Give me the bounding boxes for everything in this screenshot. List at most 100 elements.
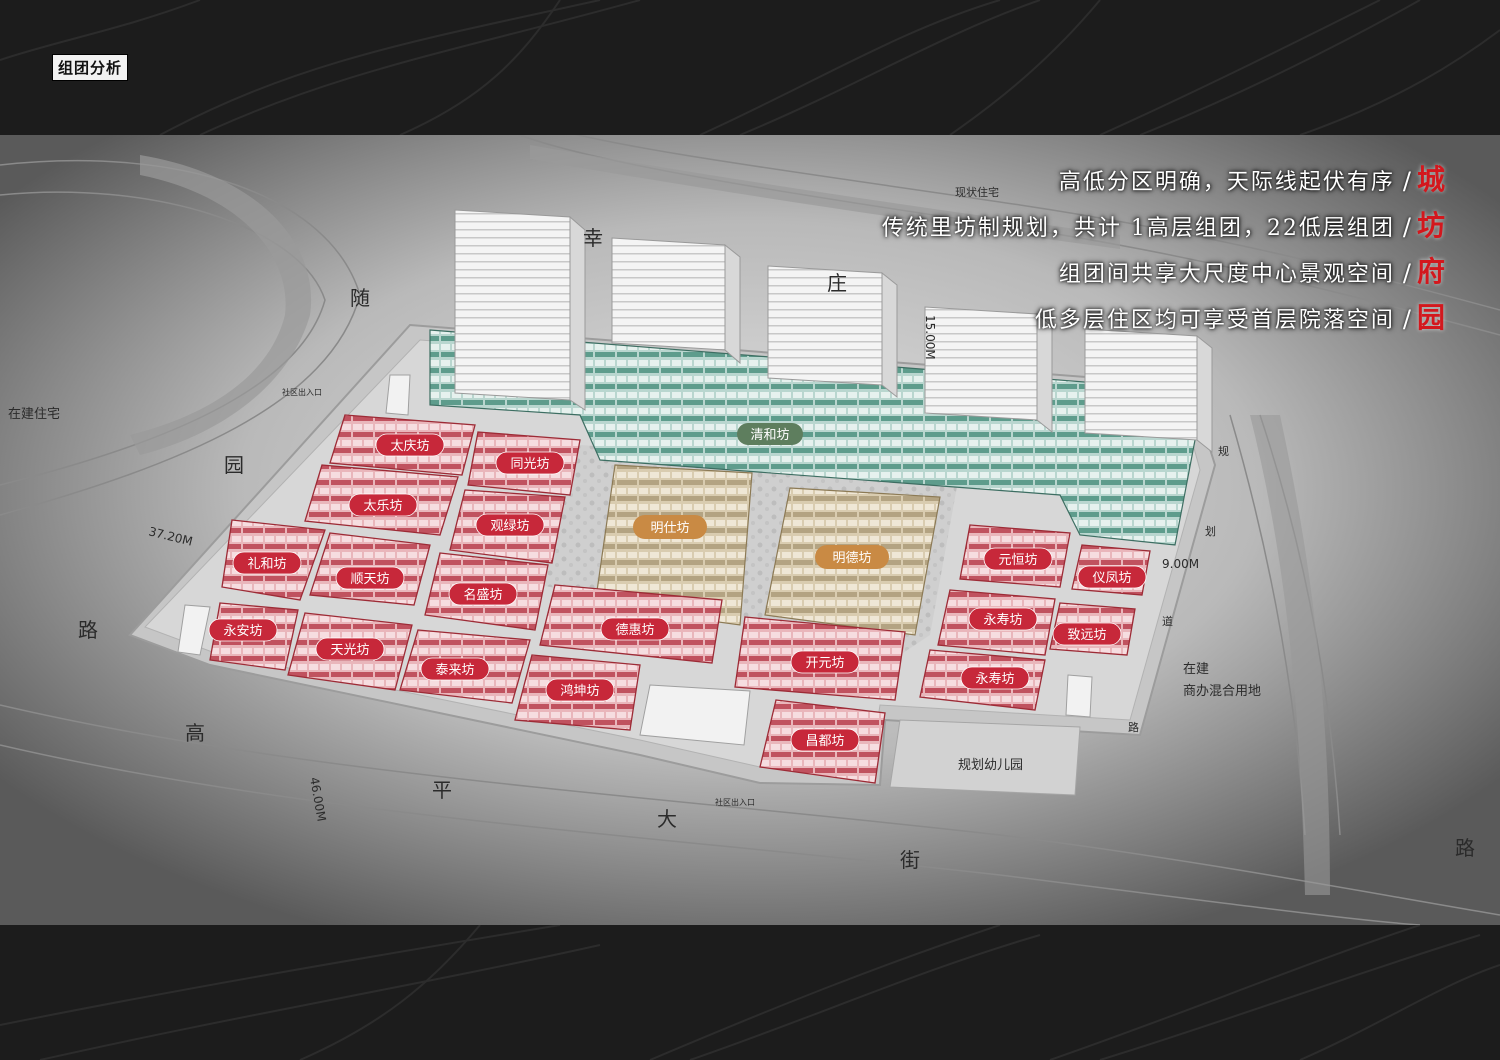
planned-road-char-0: 规 — [1218, 444, 1229, 458]
planned-road-char-3: 路 — [1128, 721, 1139, 734]
cluster-label-text: 观绿坊 — [490, 519, 529, 534]
cluster-label-text: 明德坊 — [832, 551, 871, 566]
cluster-label-text: 开元坊 — [805, 656, 844, 671]
cluster-label: 名盛坊 — [448, 582, 518, 606]
slogan-separator: / — [1402, 259, 1411, 287]
site-labels: 在建住宅 现状住宅 规划幼儿园 在建 商办混合用地 社区出入口 社区出入口 — [8, 185, 1261, 807]
cluster-label-text: 永寿坊 — [983, 613, 1022, 628]
slogan-row: 高低分区明确，天际线起伏有序 /城 — [882, 160, 1445, 206]
slogan-row: 低多层住区均可享受首层院落空间 /园 — [882, 298, 1445, 344]
cluster-label-text: 鸿坤坊 — [560, 683, 599, 699]
roads — [0, 135, 1500, 925]
cluster-label: 观绿坊 — [475, 513, 545, 537]
cluster-label: 泰来坊 — [420, 657, 490, 681]
cluster-label: 礼和坊 — [232, 551, 302, 575]
cluster-label-text: 泰来坊 — [435, 663, 474, 678]
cluster-label: 清和坊 — [737, 423, 803, 445]
label-west: 在建住宅 — [8, 407, 60, 422]
cluster-label-text: 太乐坊 — [363, 499, 402, 514]
cluster-label-text: 永寿坊 — [975, 672, 1014, 687]
road-left-char-0: 随 — [350, 286, 370, 310]
road-names: 随 园 路 幸 庄 高 平 大 街 路 — [78, 226, 1475, 872]
page-title: 组团分析 — [52, 54, 129, 81]
slogan-text: 组团间共享大尺度中心景观空间 — [1058, 262, 1395, 287]
label-north: 现状住宅 — [955, 185, 999, 199]
label-entry-south: 社区出入口 — [715, 797, 755, 807]
slogan-list: 高低分区明确，天际线起伏有序/城 传统里坊制规划，共计 1高层组团，22低层组团… — [882, 160, 1445, 344]
slogan-key: 府 — [1416, 255, 1445, 288]
cluster-label: 元恒坊 — [983, 547, 1053, 571]
planned-road-names: 规 划 道 路 — [1128, 444, 1229, 734]
cluster-label: 顺天坊 — [335, 566, 405, 590]
cluster-label-text: 同光坊 — [510, 457, 549, 472]
cluster-label: 太乐坊 — [348, 493, 418, 517]
cluster-label: 明仕坊 — [633, 515, 707, 539]
cluster-label-text: 永安坊 — [223, 624, 262, 639]
cluster-label-text: 明仕坊 — [650, 521, 689, 536]
slogan-separator: / — [1402, 167, 1411, 195]
width-right: 9.00M — [1162, 557, 1199, 571]
label-entry-west: 社区出入口 — [282, 387, 322, 397]
cluster-label-text: 顺天坊 — [350, 572, 389, 587]
cluster-label: 昌都坊 — [790, 728, 860, 752]
cluster-label: 开元坊 — [790, 650, 860, 674]
slogan-separator: / — [1402, 213, 1411, 241]
cluster-label: 鸿坤坊 — [545, 678, 615, 702]
site-plan: 随 园 路 幸 庄 高 平 大 街 路 规 划 道 路 37.20M 46.00… — [0, 135, 1500, 925]
road-top-char-0: 幸 — [583, 226, 603, 250]
cluster-label-text: 致远坊 — [1067, 628, 1106, 643]
leaf-pattern — [0, 0, 1500, 135]
slogan-key: 城 — [1416, 163, 1445, 196]
cluster-label-text: 仪凤坊 — [1092, 571, 1131, 586]
planned-road-char-1: 划 — [1205, 525, 1216, 538]
leaf-pattern — [0, 925, 1500, 1060]
road-top-char-1: 庄 — [827, 271, 847, 295]
label-east-1: 在建 — [1183, 662, 1209, 677]
footer-band — [0, 925, 1500, 1060]
slogan-row: 组团间共享大尺度中心景观空间 /府 — [882, 252, 1445, 298]
cluster-label: 仪凤坊 — [1077, 565, 1147, 589]
cluster-label-text: 德惠坊 — [615, 623, 654, 638]
road-left-char-1: 园 — [224, 453, 244, 477]
width-top: 15.00M — [923, 315, 937, 360]
cluster-label: 天光坊 — [315, 637, 385, 661]
slogan-separator: / — [1402, 305, 1411, 333]
cluster-label-text: 昌都坊 — [805, 734, 844, 749]
road-bottom-char-3: 街 — [900, 848, 920, 872]
kindergarten-plot — [889, 719, 1081, 796]
header-band: 组团分析 — [0, 0, 1500, 135]
cluster-label: 同光坊 — [495, 451, 565, 475]
ancillary-buildings — [177, 374, 1093, 746]
label-kindergarten: 规划幼儿园 — [958, 758, 1023, 773]
cluster-label: 太庆坊 — [375, 433, 445, 457]
slogan-row: 传统里坊制规划，共计 1高层组团，22低层组团 /坊 — [882, 206, 1445, 252]
cluster-label-text: 元恒坊 — [998, 553, 1037, 568]
road-bottom-char-1: 平 — [432, 778, 452, 802]
planned-road-char-2: 道 — [1162, 614, 1173, 628]
cluster-label-text: 天光坊 — [330, 643, 369, 658]
road-left-char-2: 路 — [78, 618, 98, 642]
cluster-label-text: 清和坊 — [750, 428, 789, 443]
towers — [454, 209, 1213, 454]
cluster-label: 永寿坊 — [960, 666, 1030, 690]
road-bottom-char-0: 高 — [185, 721, 205, 745]
road-right-edge-char: 路 — [1455, 836, 1475, 860]
cluster-label: 明德坊 — [815, 545, 889, 569]
slogan-key: 园 — [1416, 301, 1445, 334]
cluster-label: 永安坊 — [208, 618, 278, 642]
road-bottom-char-2: 大 — [657, 807, 677, 831]
cluster-label: 致远坊 — [1052, 622, 1122, 646]
tree-rows — [130, 145, 1330, 895]
cluster-labels: 清和坊 明仕坊 明德坊 — [633, 423, 889, 569]
cluster-label: 德惠坊 — [600, 617, 670, 641]
slogan-text: 低多层住区均可享受首层院落空间 — [1034, 308, 1395, 333]
cluster-label-text: 礼和坊 — [247, 556, 286, 572]
cluster-label-text: 名盛坊 — [463, 587, 502, 603]
slogan-text: 高低分区明确，天际线起伏有序 — [1058, 170, 1395, 195]
slogan-text: 传统里坊制规划，共计 1高层组团，22低层组团 — [881, 216, 1395, 241]
cluster-label: 永寿坊 — [968, 607, 1038, 631]
slogan-key: 坊 — [1416, 209, 1445, 242]
label-east-2: 商办混合用地 — [1183, 684, 1261, 699]
